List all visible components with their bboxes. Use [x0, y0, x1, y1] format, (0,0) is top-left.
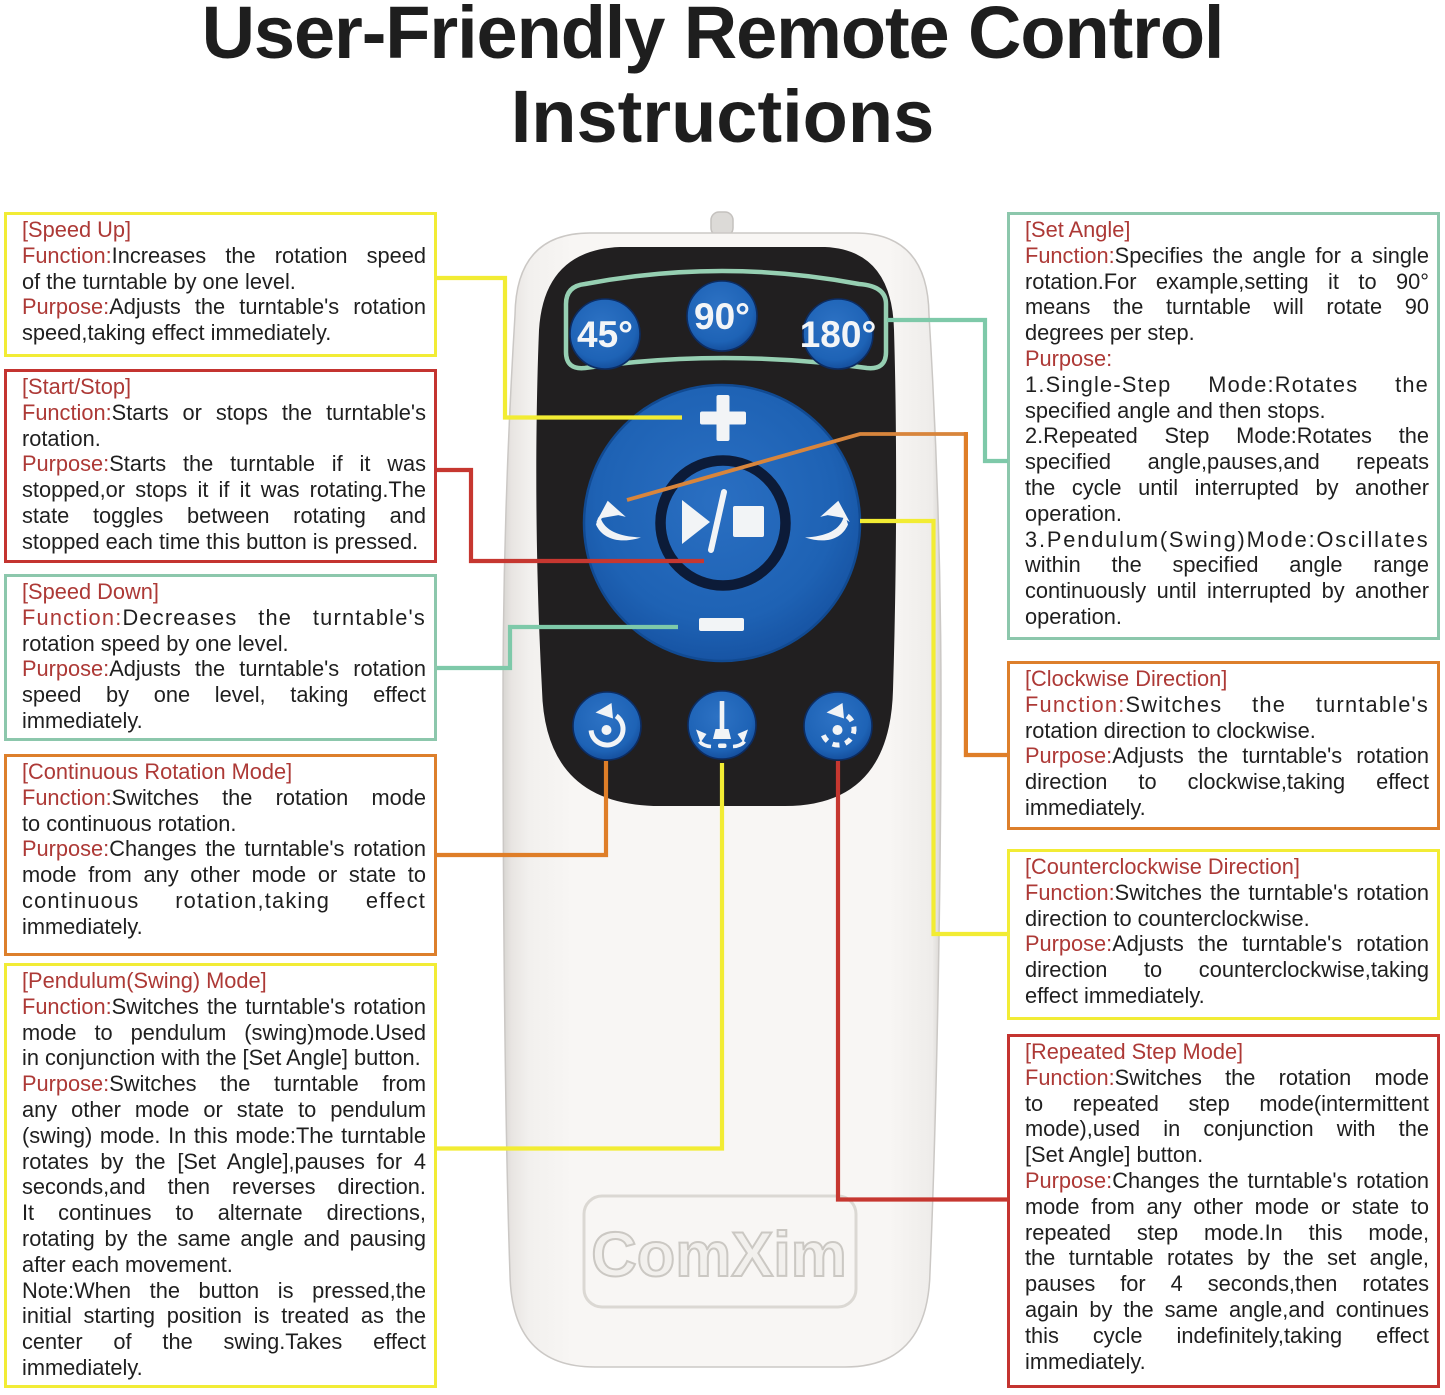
svg-text:ComXim: ComXim: [591, 1220, 847, 1290]
svg-text:45°: 45°: [577, 314, 633, 355]
svg-text:180°: 180°: [800, 314, 877, 355]
svg-text:90°: 90°: [694, 296, 750, 337]
